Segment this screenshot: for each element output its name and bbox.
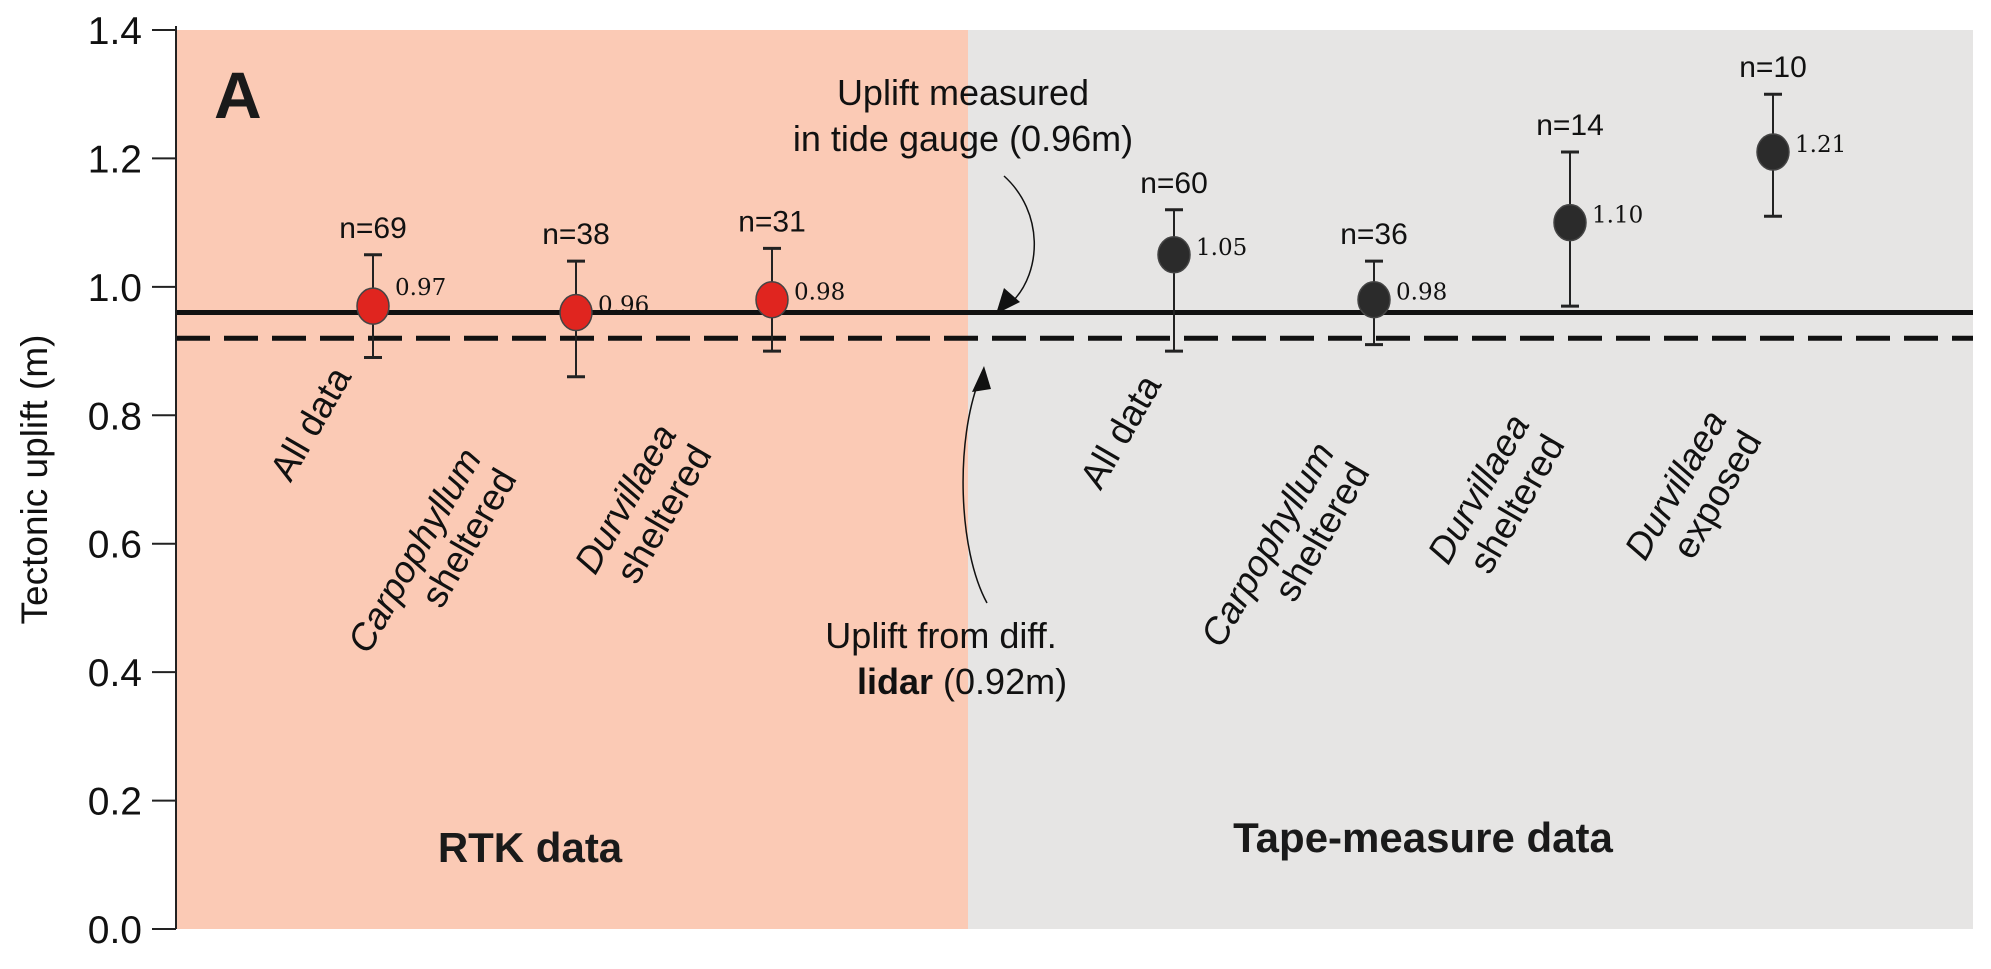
data-point: [1357, 280, 1391, 319]
y-tick-label: 0.6: [88, 524, 142, 567]
value-label: 1.10: [1592, 203, 1643, 229]
data-point: [1756, 133, 1790, 171]
y-tick-label: 1.2: [88, 138, 142, 181]
value-label: 0.97: [395, 275, 446, 301]
n-label: n=31: [738, 205, 806, 238]
y-axis-title: Tectonic uplift (m): [14, 335, 55, 625]
y-tick-label: 1.0: [88, 267, 142, 310]
tide-gauge-annotation: Uplift measured: [837, 72, 1089, 113]
data-point: [755, 280, 789, 319]
value-label: 0.98: [794, 280, 845, 306]
lidar-arrowhead: [972, 366, 991, 392]
region-tape-measure: [968, 30, 1973, 929]
value-label: 0.96: [598, 293, 649, 319]
lidar-annotation: Uplift from diff.: [825, 615, 1056, 656]
data-point: [1553, 203, 1587, 242]
y-tick-label: 1.4: [88, 10, 142, 53]
reference-lines: [176, 310, 1973, 341]
n-label: n=36: [1340, 218, 1408, 251]
n-label: n=14: [1536, 109, 1604, 142]
lidar-arrow: [962, 377, 988, 604]
panel-label: A: [214, 58, 262, 132]
y-tick-label: 0.0: [88, 909, 142, 952]
value-label: 1.05: [1196, 235, 1247, 261]
data-point: [356, 287, 390, 325]
n-label: n=69: [339, 212, 407, 245]
region-label-tape-measure: Tape-measure data: [1233, 814, 1613, 861]
lidar-value: (0.92m): [933, 661, 1067, 702]
lidar-annotation: lidar (0.92m): [857, 661, 1067, 702]
y-tick-label: 0.2: [88, 781, 142, 824]
lidar-word: lidar: [857, 661, 933, 702]
y-tick-label: 0.8: [88, 395, 142, 438]
tide-gauge-annotation: in tide gauge (0.96m): [793, 118, 1133, 159]
region-rtk: [176, 30, 968, 929]
n-label: n=10: [1739, 51, 1807, 84]
y-tick-label: 0.4: [88, 652, 142, 695]
tide-gauge-arrowhead: [996, 288, 1020, 314]
n-label: n=60: [1140, 167, 1208, 200]
data-point: [1157, 236, 1191, 274]
background-regions: RTK data Tape-measure data: [176, 30, 1973, 929]
data-point: [559, 293, 593, 332]
n-label: n=38: [542, 218, 610, 251]
value-label: 0.98: [1396, 280, 1447, 306]
tide-gauge-arrow: [1003, 175, 1036, 303]
region-label-rtk: RTK data: [438, 824, 623, 871]
value-label: 1.21: [1795, 132, 1846, 158]
annotations: A Uplift measured in tide gauge (0.96m) Upl…: [214, 58, 1133, 702]
